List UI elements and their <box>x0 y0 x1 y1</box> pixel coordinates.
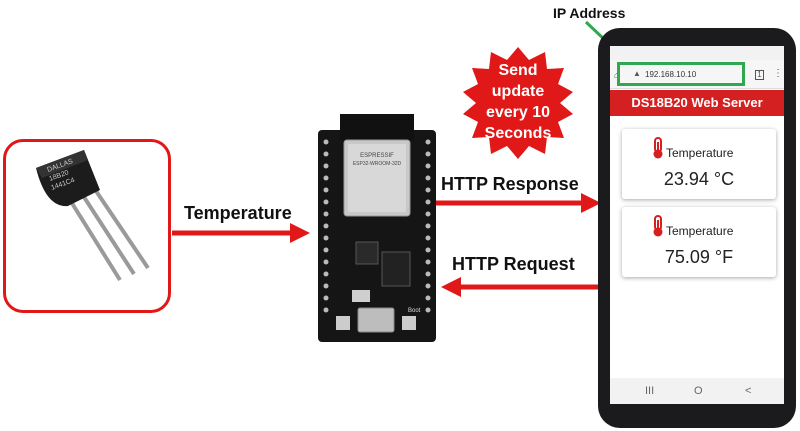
ds18b20-sensor-image: DALLAS 18B20 1441C4 <box>36 150 150 282</box>
phone-nav-bar <box>610 378 784 404</box>
thermometer-icon <box>652 215 664 242</box>
recent-apps-icon[interactable]: III <box>645 385 655 397</box>
ip-address-highlight <box>617 62 745 86</box>
card-title: Temperature <box>666 224 734 238</box>
menu-icon[interactable]: ⋮ <box>773 68 783 79</box>
home-nav-icon[interactable]: O <box>694 385 703 397</box>
esp32-board-image: ESPRESSIF ESP32-WROOM-32D Boot <box>318 114 436 342</box>
starburst-text: Send update every 10 Seconds <box>463 60 573 144</box>
http-request-label: HTTP Request <box>452 254 575 274</box>
url-text[interactable]: 192.168.10.10 <box>645 70 697 79</box>
burst-line-1: Send <box>498 62 538 79</box>
tabs-icon[interactable]: 1 <box>755 70 764 80</box>
ip-address-label: IP Address <box>553 5 626 21</box>
temperature-arrow-label: Temperature <box>184 203 292 223</box>
thermometer-icon <box>652 137 664 164</box>
temperature-value: 23.94 °C <box>663 169 735 189</box>
back-icon[interactable]: < <box>745 385 752 397</box>
update-starburst <box>463 47 573 159</box>
temperature-card-celsius: Temperature 23.94 °C <box>622 129 776 199</box>
module-model: ESP32-WROOM-32D <box>353 161 402 167</box>
burst-line-2: update <box>491 83 545 100</box>
module-brand: ESPRESSIF <box>360 153 394 159</box>
temperature-card-fahrenheit: Temperature 75.09 °F <box>622 207 776 277</box>
temperature-value: 75.09 °F <box>664 247 734 267</box>
home-icon[interactable]: ⌂ <box>614 70 620 80</box>
warning-icon: ▲ <box>633 69 641 78</box>
phone-status-bar <box>610 46 784 60</box>
http-response-label: HTTP Response <box>441 174 579 194</box>
card-title: Temperature <box>666 146 734 160</box>
burst-line-3: every 10 <box>485 104 551 121</box>
boot-label: Boot <box>408 308 421 314</box>
burst-line-4: Seconds <box>484 125 552 142</box>
app-header: DS18B20 Web Server <box>610 90 784 116</box>
